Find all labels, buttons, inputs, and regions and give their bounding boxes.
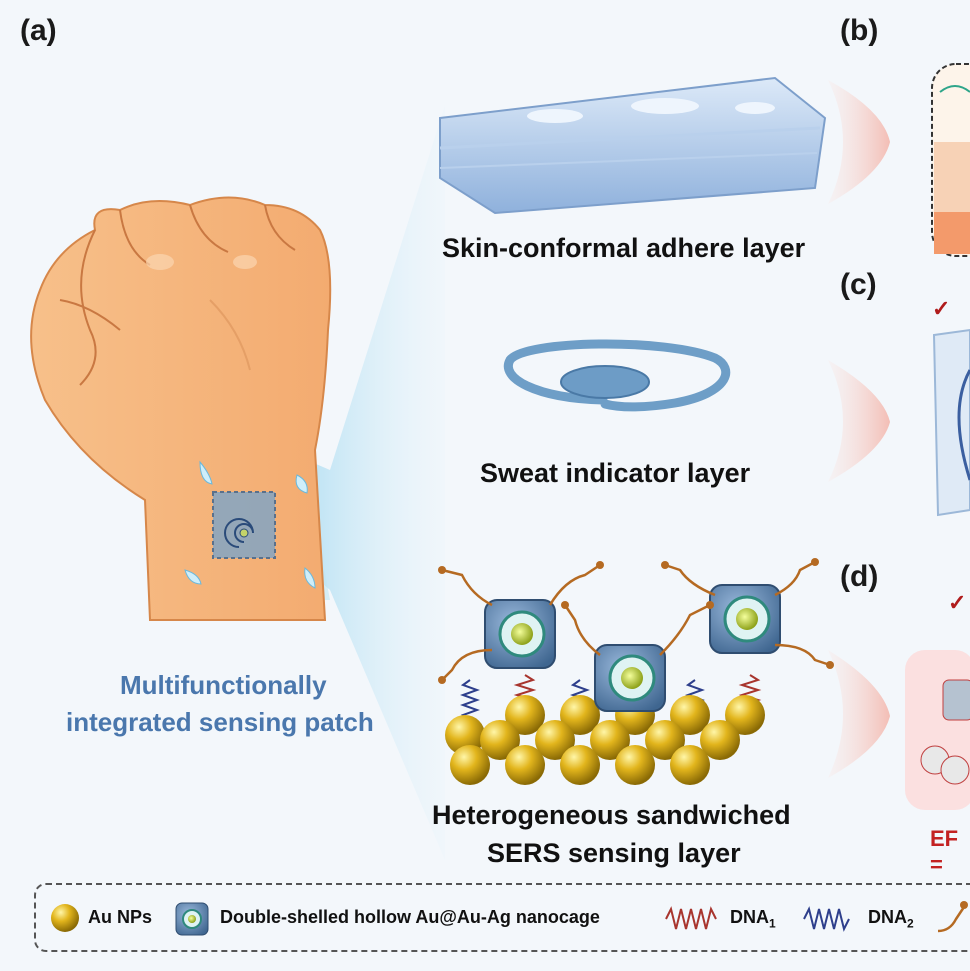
sers-sandwich [438,558,834,785]
check-icon-c: ✓ [932,296,951,321]
panel-c-fragment [932,328,970,517]
patch-caption-line2: integrated sensing patch [66,707,374,737]
ef-label: EF = [930,826,959,877]
arrow-d [828,650,890,778]
panel-label-d: (d) [840,560,879,593]
arrow-b [828,80,890,204]
panel-label-c: (c) [840,268,877,301]
panel-b-fragment [931,63,970,257]
sers-caption-line1: Heterogeneous sandwiched [432,800,791,830]
sers-caption-line2: SERS sensing layer [487,838,741,868]
linker-legend-icon [937,901,968,933]
patch-caption-line1: Multifunctionally [120,670,327,700]
sweat-layer-caption: Sweat indicator layer [480,458,751,488]
legend-dna2: DNA2 [868,907,914,931]
dna-linker-tails [441,560,831,681]
arrow-c [828,360,890,482]
panel-label-a: (a) [20,14,57,47]
legend-au-nps: Au NPs [88,907,153,927]
sensing-patch [184,460,316,589]
sweat-coil [503,339,731,412]
panel-d-fragment [905,650,970,810]
legend-nanocage: Double-shelled hollow Au@Au-Ag nanocage [220,907,600,927]
panel-label-b: (b) [840,14,879,47]
adhere-layer-caption: Skin-conformal adhere layer [442,233,806,263]
nanocages [484,584,781,712]
dna2-legend-icon [803,906,850,932]
hydrogel-film [439,76,827,215]
dna1-legend-icon [665,906,717,930]
legend-dna1: DNA1 [730,907,776,931]
nanocage-legend-icon [175,902,209,936]
au-nps-legend-icon [51,904,79,932]
au-nps-array [445,695,765,785]
legend-box: Au NPs Double-shelled hollow Au@Au-Ag na… [34,883,970,952]
check-icon-d: ✓ [948,590,967,615]
